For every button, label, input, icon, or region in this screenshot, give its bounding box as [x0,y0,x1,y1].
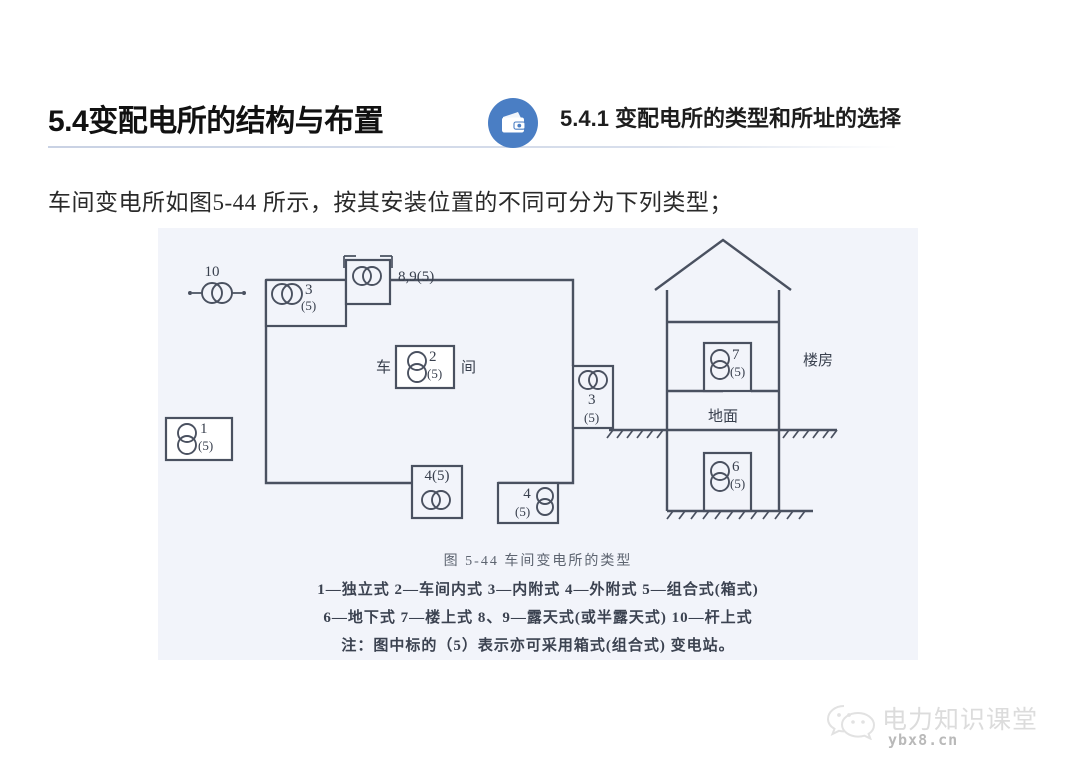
figure-legend-line-1: 1—独立式 2—车间内式 3—内附式 4—外附式 5—组合式(箱式) [317,582,759,598]
svg-text:(5): (5) [427,366,442,381]
page-title: 5.4变配电所的结构与布置 [48,105,384,138]
wallet-icon [488,98,538,148]
outdoor-label: 8,9(5) [398,269,434,285]
figure-diagram: .ln { stroke:#4a5160; fill:none; stroke-… [158,228,918,660]
workshop-label-left: 车 [376,359,391,376]
svg-text:(5): (5) [730,364,745,379]
svg-text:2: 2 [429,349,437,365]
watermark-brand: 电力知识课堂 [882,707,1039,734]
svg-text:1: 1 [200,421,208,437]
ground-label: 地面 [708,408,738,425]
svg-text:(5): (5) [584,410,599,425]
wechat-icon [826,702,876,745]
svg-text:(5): (5) [198,438,213,453]
lead-paragraph: 车间变电所如图5-44 所示，按其安装位置的不同可分为下列类型； [48,190,733,215]
watermark-url: ybx8.cn [888,731,959,749]
header-divider [48,146,898,148]
svg-text:4(5): 4(5) [425,468,450,484]
building-label: 楼房 [803,352,833,369]
figure-panel: .ln { stroke:#4a5160; fill:none; stroke-… [158,228,918,660]
workshop-label-right: 间 [461,359,476,376]
watermark: 电力知识课堂 ybx8.cn [826,698,1064,756]
figure-caption: 图 5-44 车间变电所的类型 [443,554,633,569]
svg-text:(5): (5) [515,504,530,519]
svg-text:(5): (5) [301,298,316,313]
svg-text:3: 3 [305,282,313,298]
slide-header: 5.4变配电所的结构与布置 5.4.1 变配电所的类型和所址的选择 [0,96,1080,158]
page-subtitle: 5.4.1 变配电所的类型和所址的选择 [560,106,902,131]
svg-text:4: 4 [523,486,531,502]
svg-text:(5): (5) [730,476,745,491]
svg-text:3: 3 [588,392,596,408]
figure-legend-note: 注：图中标的（5）表示亦可采用箱式(组合式) 变电站。 [341,638,735,654]
svg-text:7: 7 [732,347,740,363]
pole-label: 10 [205,264,220,280]
svg-text:6: 6 [732,459,740,475]
figure-legend-line-2: 6—地下式 7—楼上式 8、9—露天式(或半露天式) 10—杆上式 [323,610,753,626]
